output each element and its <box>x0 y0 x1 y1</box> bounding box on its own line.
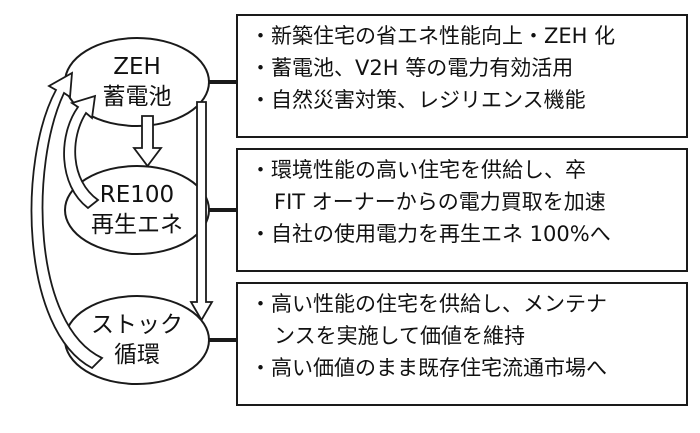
re100-desc-line-3: ・自社の使用電力を再生エネ 100%へ <box>250 222 611 246</box>
zeh-desc-line-2: ・蓄電池、V2H 等の電力有効活用 <box>250 56 574 80</box>
zeh-description-box: ・新築住宅の省エネ性能向上・ZEH 化 ・蓄電池、V2H 等の電力有効活用 ・自… <box>236 14 688 138</box>
re100-label-line-1: RE100 <box>99 182 175 208</box>
re100-desc-line-1: ・環境性能の高い住宅を供給し、卒 <box>250 158 586 182</box>
stock-desc-line-2: ンスを実施して価値を維持 <box>274 324 525 348</box>
stock-desc-line-3: ・高い価値のまま既存住宅流通市場へ <box>250 356 607 380</box>
re100-label-line-2: 再生エネ <box>91 212 183 238</box>
long-down-arrow <box>189 101 214 322</box>
stock-label-line-1: ストック <box>91 312 183 338</box>
re100-node-label: RE100 再生エネ <box>85 180 189 240</box>
zeh-node-label: ZEH 蓄電池 <box>85 52 189 112</box>
zeh-desc-line-1: ・新築住宅の省エネ性能向上・ZEH 化 <box>250 24 616 48</box>
zeh-label-line-1: ZEH <box>113 54 161 80</box>
stock-label-line-2: 循環 <box>114 342 160 368</box>
stock-node-label: ストック 循環 <box>75 310 199 370</box>
zeh-label-line-2: 蓄電池 <box>102 84 172 110</box>
re100-description-box: ・環境性能の高い住宅を供給し、卒 FIT オーナーからの電力買取を加速 ・自社の… <box>236 148 688 272</box>
zeh-desc-line-3: ・自然災害対策、レジリエンス機能 <box>250 88 586 112</box>
short-down-arrow <box>132 115 163 168</box>
stock-desc-line-1: ・高い性能の住宅を供給し、メンテナ <box>250 292 607 316</box>
inner-return-arrow <box>63 94 100 210</box>
re100-desc-line-2: FIT オーナーからの電力買取を加速 <box>274 190 606 214</box>
outer-return-arrow <box>30 71 104 370</box>
stock-description-box: ・高い性能の住宅を供給し、メンテナ ンスを実施して価値を維持 ・高い価値のまま既… <box>236 282 688 406</box>
